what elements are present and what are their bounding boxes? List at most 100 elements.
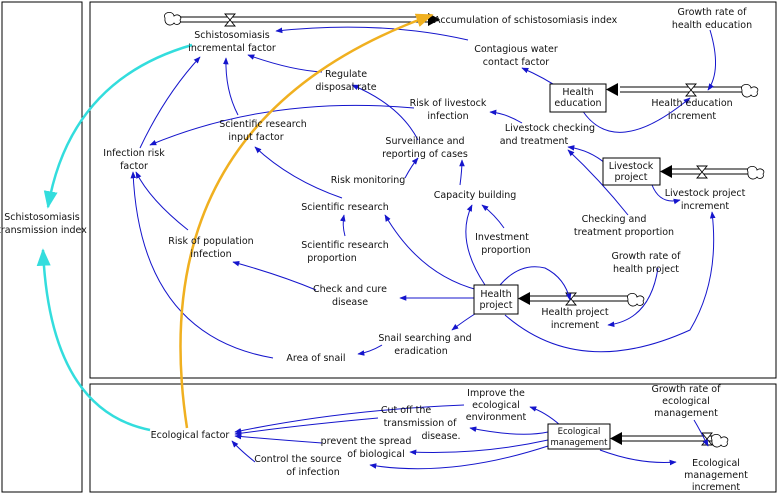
contagious-label-1: Contagious water — [474, 44, 558, 55]
link-control-to-ecofactor — [231, 440, 256, 463]
risk-livestock-label-2: infection — [427, 111, 468, 122]
sci-proportion-label-1: Scientific research — [301, 240, 388, 251]
improve-label-2: ecological — [472, 400, 520, 411]
top-panel — [89, 1, 777, 379]
sci-input-label-2: input factor — [228, 132, 283, 143]
link-riskpop-to-infection — [135, 171, 189, 231]
hp-increment-label-1: Health project — [541, 307, 608, 318]
transmission-index-label-2: transmission index — [0, 225, 87, 236]
link-sci-to-scifactor — [254, 146, 343, 199]
link-eco-to-prevent — [409, 439, 549, 456]
bottom-panel — [89, 383, 777, 493]
infection-risk-label-1: Infection risk — [103, 148, 165, 159]
snail-searching-label-1: Snail searching and — [378, 333, 471, 344]
link-area-to-infection — [130, 171, 274, 359]
regulate-label-1: Regulate — [325, 69, 367, 80]
link-hp-loop — [499, 266, 572, 301]
link-eco-to-ecoincrement — [599, 449, 677, 466]
link-surv-to-regulate — [351, 84, 419, 141]
livestock-project-label-1: Livestock — [609, 161, 654, 172]
risk-monitoring-label: Risk monitoring — [331, 175, 406, 186]
improve-label-1: Improve the — [467, 388, 525, 399]
prevent-label-2: of biological — [347, 449, 404, 460]
link-growtheco-to-increment — [693, 419, 709, 447]
link-invest-to-capacity — [481, 204, 505, 229]
link-riskmon-to-surv — [404, 157, 419, 179]
link-ecofactor-to-transmission — [36, 248, 151, 432]
link-scires-to-incremental — [223, 57, 239, 116]
transmission-links — [36, 43, 193, 432]
growth-health-edu-label-2: health education — [672, 20, 752, 31]
link-healthedu-loop — [581, 97, 691, 133]
eco-increment-label-3: increment — [692, 482, 741, 493]
stock-health-project[interactable]: Health project — [473, 284, 519, 315]
link-infection-to-incremental — [139, 56, 201, 149]
growth-health-proj-label-1: Growth rate of — [612, 251, 682, 262]
flow-livestock — [660, 165, 765, 180]
growth-eco-label-2: ecological — [662, 396, 710, 407]
link-improve-to-ecofactor — [234, 404, 465, 434]
control-label-2: of infection — [286, 467, 339, 478]
incremental-factor-label-1: Schistosomiasis — [194, 30, 269, 41]
causal-links — [130, 26, 717, 470]
link-regulate-to-incremental — [247, 54, 323, 73]
livestock-increment-label-1: Livestock project — [665, 188, 746, 199]
growth-health-proj-label-2: health project — [613, 264, 679, 275]
scientific-research-label: Scientific research — [301, 202, 388, 213]
link-livcheck-to-riskliv — [489, 109, 523, 124]
eco-management-label-1: Ecological — [558, 427, 601, 437]
hp-increment-label-2: increment — [551, 320, 600, 331]
sci-proportion-label-2: proportion — [307, 253, 357, 264]
growth-health-edu-label-1: Growth rate of — [678, 7, 748, 18]
risk-population-label-1: Risk of population — [168, 236, 253, 247]
link-growth-to-heincrement — [707, 29, 717, 91]
infection-risk-label-2: factor — [120, 161, 148, 172]
stock-livestock-project[interactable]: Livestock project — [602, 157, 661, 186]
incremental-factor-label-2: incremental factor — [188, 43, 276, 54]
growth-eco-label-1: Growth rate of — [652, 384, 722, 395]
flow-accumulation — [164, 12, 440, 27]
surveillance-label-1: Surveillance and — [385, 136, 464, 147]
contagious-label-2: contact factor — [483, 57, 549, 68]
link-check-to-riskpop — [232, 260, 317, 291]
link-cutoff-to-ecofactor — [234, 417, 379, 436]
regulate-label-2: disposal rate — [315, 82, 376, 93]
flow-health-project — [518, 292, 645, 307]
health-project-label-1: Health — [480, 289, 511, 300]
livestock-project-label-2: project — [615, 172, 648, 183]
improve-label-3: environment — [466, 412, 527, 423]
risk-livestock-label-1: Risk of livestock — [410, 98, 487, 109]
check-cure-label-2: disease — [332, 297, 368, 308]
cutoff-label-3: disease. — [421, 431, 460, 442]
stock-health-education[interactable]: Health education — [549, 83, 607, 113]
flow-health-education — [606, 83, 759, 98]
livestock-increment-label-2: increment — [681, 201, 730, 212]
control-label-1: Control the source — [254, 454, 342, 465]
health-education-label-2: education — [554, 98, 601, 109]
risk-population-label-2: infection — [190, 249, 231, 260]
sci-input-label-1: Scientific research — [219, 119, 306, 130]
health-project-label-2: project — [480, 300, 513, 311]
area-snail-label: Area of snail — [286, 353, 345, 364]
link-sciprop-to-sci — [340, 214, 346, 237]
link-snail-to-area — [357, 344, 383, 356]
prevent-label-1: prevent the spread — [321, 436, 412, 447]
stock-ecological-management[interactable]: Ecological management — [547, 423, 611, 450]
left-panel — [1, 1, 83, 493]
investment-label-1: Investment — [475, 232, 529, 243]
link-riskliv-to-infection — [149, 104, 415, 146]
eco-increment-label-1: Ecological — [692, 458, 740, 469]
flow-ecological — [610, 432, 729, 448]
eco-management-label-2: management — [551, 438, 609, 448]
link-hp-to-sci — [384, 214, 479, 291]
checking-proportion-label-1: Checking and — [582, 214, 647, 225]
link-eco-to-control — [369, 445, 549, 470]
accumulation-link — [179, 13, 434, 429]
eco-increment-label-2: management — [684, 470, 748, 481]
checking-proportion-label-2: treatment proportion — [574, 227, 674, 238]
link-hp-to-snail — [451, 311, 479, 331]
he-increment-label-1: Health education — [651, 98, 732, 109]
investment-label-2: proportion — [481, 245, 531, 256]
link-eco-to-improve — [529, 406, 561, 426]
